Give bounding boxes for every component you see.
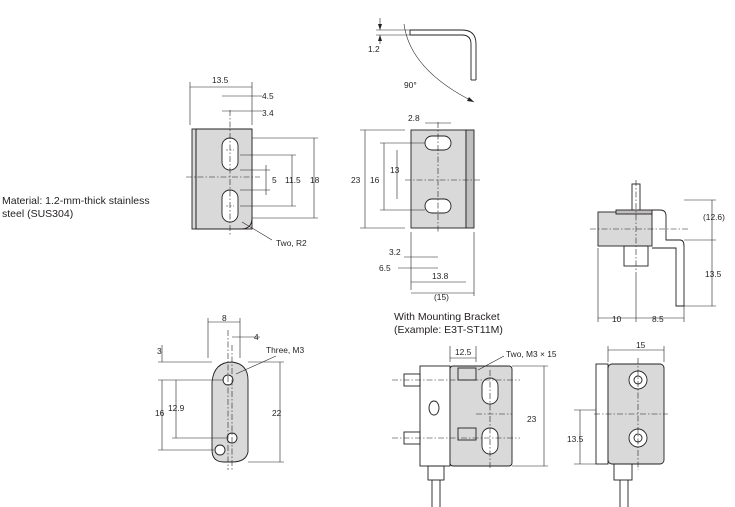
end-view: 15 13.5 [567, 340, 668, 507]
plate-overall-label: 22 [272, 408, 282, 418]
plate-screw-label: Three, M3 [266, 345, 305, 355]
rear-inner-a-label: 16 [370, 175, 380, 185]
bend-side-view: 1.2 90° [368, 18, 477, 103]
right-top-label: (12.6) [703, 212, 725, 222]
rear-hole-x-label: 3.2 [389, 247, 401, 257]
front-radius-label: Two, R2 [276, 238, 307, 248]
assembly-view: With Mounting Bracket (Example: E3T-ST11… [392, 311, 557, 507]
rear-slot-width-label: 2.8 [408, 113, 420, 123]
right-side-view: (12.6) 13.5 10 8.5 [590, 180, 725, 324]
assembly-screws-label: Two, M3 × 15 [506, 349, 557, 359]
assembly-height-label: 23 [527, 414, 537, 424]
assembly-width-label: 12.5 [455, 347, 472, 357]
front-slot-label: 3.4 [262, 108, 274, 118]
right-right-label: 8.5 [652, 314, 664, 324]
front-view: 13.5 4.5 3.4 5 11.5 18 Two, R2 [186, 75, 320, 248]
rear-view: 23 16 13 2.8 3.2 6.5 13.8 (15) [351, 113, 480, 302]
material-note-line2: steel (SUS304) [2, 208, 73, 220]
front-pitch-label: 11.5 [285, 175, 301, 185]
rear-height-label: 23 [351, 175, 361, 185]
bracket-heading-line1: With Mounting Bracket [394, 311, 500, 323]
rear-edge-label: 6.5 [379, 263, 391, 273]
right-height-label: 13.5 [705, 269, 722, 279]
right-left-label: 10 [612, 314, 622, 324]
material-note: Material: 1.2-mm-thick stainless steel (… [2, 195, 150, 220]
rear-overall-label: (15) [434, 292, 449, 302]
front-height-label: 18 [310, 175, 320, 185]
bracket-heading-line2: (Example: E3T-ST11M) [394, 324, 503, 336]
bend-thickness-label: 1.2 [368, 44, 380, 54]
plate-width-label: 8 [222, 313, 227, 323]
rear-inner-b-label: 13 [390, 165, 400, 175]
front-gap-label: 5 [272, 175, 277, 185]
plate-view: 8 4 3 16 12.9 22 Three, M3 [155, 313, 305, 470]
end-height-label: 13.5 [567, 434, 584, 444]
material-note-line1: Material: 1.2-mm-thick stainless [2, 195, 150, 207]
plate-inner-label: 16 [155, 408, 165, 418]
plate-offset-label: 4 [254, 332, 259, 342]
plate-top-label: 3 [157, 346, 162, 356]
rear-width-label: 13.8 [432, 271, 449, 281]
bend-angle-label: 90° [404, 80, 417, 90]
plate-pitch-label: 12.9 [168, 403, 185, 413]
front-width-label: 13.5 [212, 75, 229, 85]
end-width-label: 15 [636, 340, 646, 350]
front-offset-label: 4.5 [262, 91, 274, 101]
